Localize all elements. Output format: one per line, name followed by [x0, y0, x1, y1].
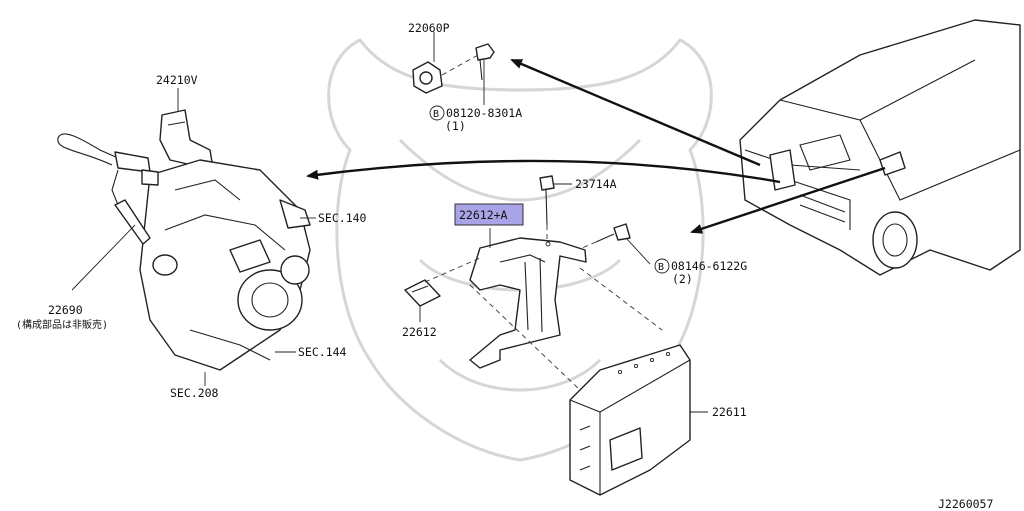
clip-22612-part[interactable] [404, 257, 481, 322]
label-22690-note: (構成部品は非販売) [16, 318, 108, 331]
diagram-reference-code: J2260057 [938, 497, 993, 511]
sensor-bracket-part[interactable] [159, 88, 213, 166]
engine-control-module-part[interactable] [469, 267, 708, 496]
highlight-box [454, 203, 524, 226]
label-sec140[interactable]: SEC.140 [318, 211, 367, 225]
ecm-bracket-assembly-part[interactable] [469, 228, 587, 369]
label-sec208[interactable]: SEC.208 [170, 386, 219, 400]
label-22611[interactable]: 22611 [712, 405, 747, 419]
knock-sensor-part[interactable] [412, 32, 495, 105]
bolt-23714a-part[interactable] [539, 175, 572, 240]
label-08146-6122g[interactable]: 08146-6122G [671, 259, 747, 273]
label-22612[interactable]: 22612 [402, 325, 437, 339]
exhaust-manifold-assembly [139, 159, 316, 386]
label-22690[interactable]: 22690 [48, 303, 83, 317]
label-23714a[interactable]: 23714A [575, 177, 617, 191]
bolt-prefix-1: B [433, 109, 439, 120]
label-bolt2-qty: (2) [672, 272, 693, 286]
label-08120-8301a[interactable]: 08120-8301A [446, 106, 522, 120]
bolt-08146-part[interactable] [581, 223, 651, 265]
label-24210v[interactable]: 24210V [156, 73, 198, 87]
label-22060p[interactable]: 22060P [408, 21, 450, 35]
bolt-prefix-2: B [658, 262, 664, 273]
label-sec144[interactable]: SEC.144 [298, 345, 347, 359]
label-bolt1-qty: (1) [445, 119, 466, 133]
vehicle-illustration [739, 19, 1021, 276]
location-arrows [306, 58, 886, 234]
label-22612-a[interactable]: 22612+A [459, 208, 508, 222]
oxygen-sensor-part[interactable] [57, 133, 159, 291]
